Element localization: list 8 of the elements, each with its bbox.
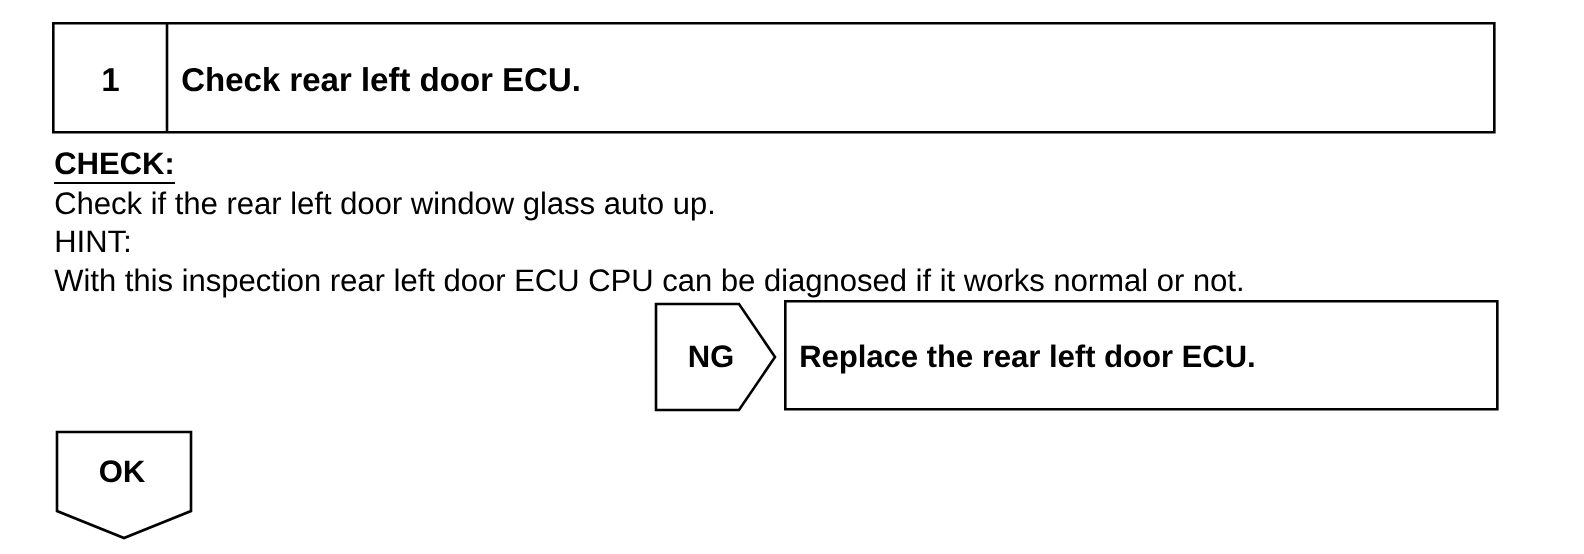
step-title: Check rear left door ECU. [182,67,579,92]
step-box [52,22,1496,134]
action-box: Replace the rear left door ECU. [784,300,1499,411]
instruction-text: Check if the rear left door window glass auto up. [55,191,713,221]
section-heading: CHECK: [53,152,176,184]
hint-heading: HINT: [56,230,129,252]
hint-text: With this inspection rear left door ECU CPU can be diagnosed if it works normal or not. [54,268,1242,298]
step-number: 1 [103,68,119,91]
